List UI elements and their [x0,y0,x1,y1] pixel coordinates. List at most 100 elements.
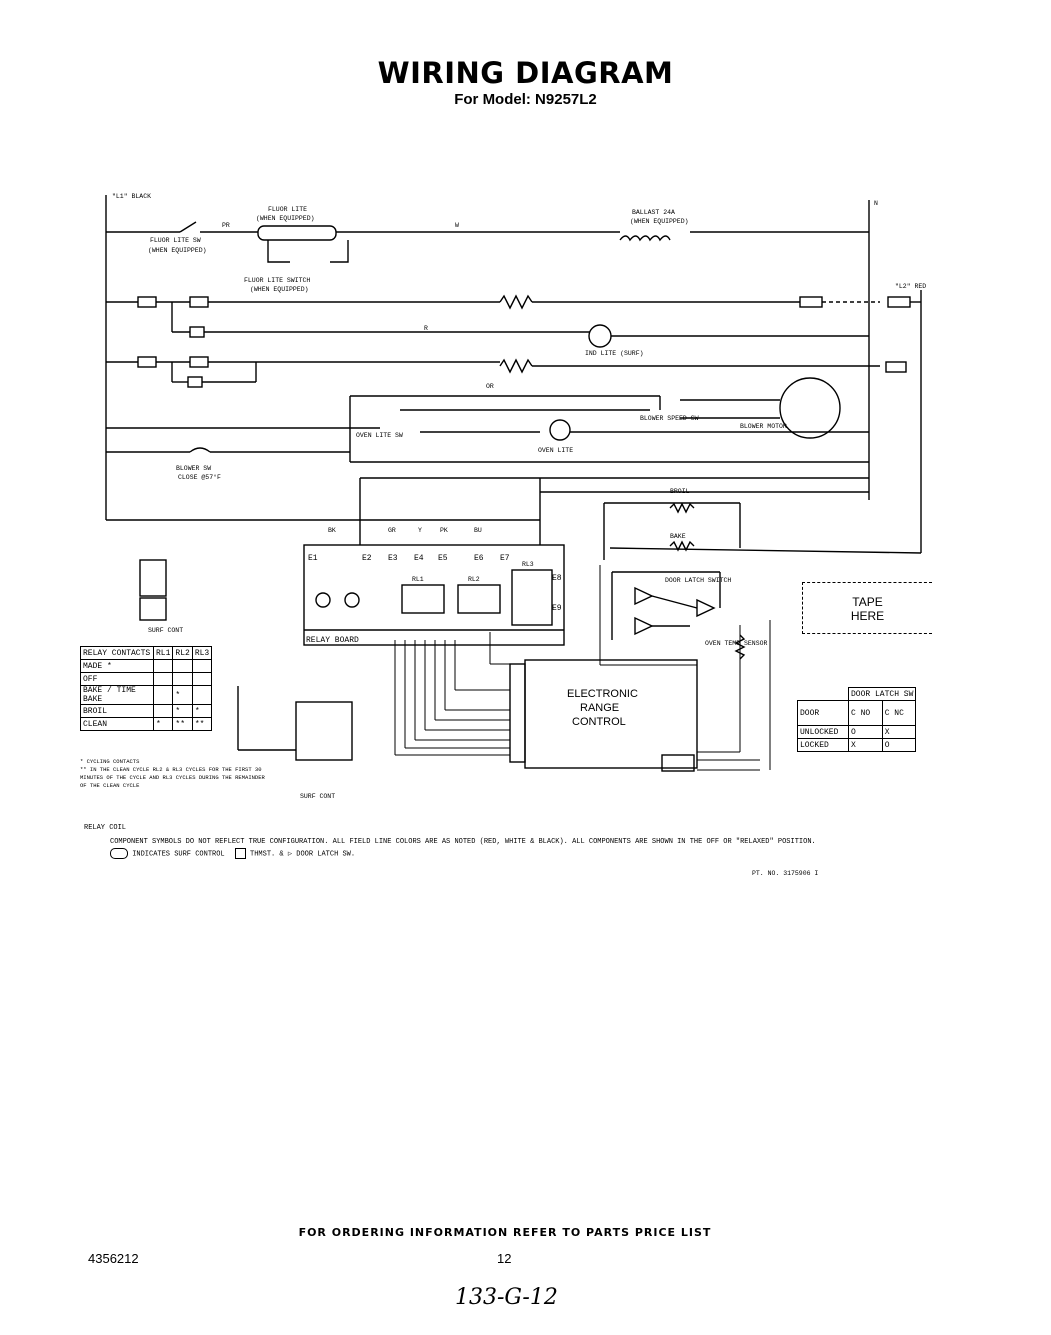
wire-color-w: W [455,222,459,229]
table-cell [172,672,193,686]
door-table-title: DOOR LATCH SW [847,687,917,701]
door-table-header-row: DOOR C NO C NC [797,700,917,726]
handwritten-note: 133-G-12 [455,1285,558,1310]
wire-color-y: Y [418,527,422,534]
wire-color-or: OR [486,383,494,390]
door-latch-switch-symbol-1 [634,586,654,606]
table-cell: * [191,704,213,718]
oven-temp-sensor-icon [734,634,746,660]
erc-outline [524,659,698,769]
part-number: PT. NO. 3175906 I [752,870,819,877]
table-cell: O [848,725,883,739]
legend-door-text: DOOR LATCH SW. [296,850,356,859]
page-title: WIRING DIAGRAM [377,56,674,90]
door-latch-legend-icon: ▷ [287,850,293,859]
wire-color-gr: GR [388,527,396,534]
table-cell: CLEAN [80,717,154,731]
relay-footnote-2: ** IN THE CLEAN CYCLE RL2 & RL3 CYCLES F… [80,766,265,789]
table-row: UNLOCKED O X [797,725,917,739]
erc-label-2: RANGE [580,702,619,714]
table-cell: X [848,738,883,752]
erc-label-3: CONTROL [572,716,626,728]
table-cell: LOCKED [797,738,849,752]
wire-color-pr: PR [222,222,230,229]
ballast-label: BALLAST 24A [632,209,675,216]
tape-here-box: TAPE HERE [802,582,932,634]
table-row: CLEAN * ** ** [80,717,213,731]
table-row: OFF [80,672,213,686]
thmst-legend-icon [234,848,246,859]
terminal-e1: E1 [308,554,318,563]
page-number: 12 [497,1251,512,1266]
legend-surf-text: INDICATES SURF CONTROL [132,850,225,859]
terminal-e2: E2 [362,554,372,563]
relay-table-header-cell: RL3 [191,646,213,660]
bake-element [499,294,533,310]
legend-thmst-text: THMST. & [250,850,284,859]
door-table-col-label: DOOR [797,700,849,726]
fluor-lite-switch-label: FLUOR LITE SWITCH [244,277,310,284]
relay-rl1-coil [401,584,445,614]
table-cell: * [172,685,193,705]
fluor-lite-sw-label: FLUOR LITE SW [150,237,201,244]
erc-label-1: ELECTRONIC [567,688,638,700]
relay-label-rl1: RL1 [412,576,424,583]
table-cell [152,685,174,705]
oven-lite-sw-label: OVEN LITE SW [356,432,403,439]
broil-label: BROIL [670,488,690,495]
door-table-col: C NC [881,700,917,726]
bake-label: BAKE [670,533,686,540]
relay-board-outline [303,544,565,646]
table-row: BROIL * * [80,704,213,718]
ind-lite-icon [588,324,612,348]
terminal-e8: E8 [552,574,562,583]
surf-control-legend-icon [110,848,128,859]
fluor-lite-switch-when-label: (WHEN EQUIPPED) [250,286,309,293]
terminal-e3: E3 [388,554,398,563]
wire-color-pk: PK [440,527,448,534]
n-label: N [874,200,878,207]
oven-lite-label: OVEN LITE [538,447,573,454]
blower-motor-label: BLOWER MOTOR [740,423,787,430]
blower-sw-close-label: CLOSE @57°F [178,473,221,481]
oven-temp-sensor-label: OVEN TEMP SENSOR [705,640,768,647]
wire-color-bk: BK [328,527,336,534]
broil-element [499,358,533,374]
relay-rl3-coil [511,569,553,626]
terminal-e5: E5 [438,554,448,563]
wire-color-bu: BU [474,527,482,534]
relay-board-label: RELAY BOARD [306,636,359,645]
blower-sw-label: BLOWER SW [176,465,211,472]
table-cell: ** [172,717,193,731]
door-latch-table: DOOR LATCH SW DOOR C NO C NC UNLOCKED O … [797,687,917,752]
l2-label: "L2" RED [895,283,926,290]
table-cell: ** [191,717,213,731]
table-cell [152,672,174,686]
relay-footnote-1: * CYCLING CONTACTS [80,758,140,765]
terminal-e6: E6 [474,554,484,563]
oven-lite-icon [549,419,571,441]
notes-body: COMPONENT SYMBOLS DO NOT REFLECT TRUE CO… [110,838,816,846]
surf-cont-label-2: SURF CONT [300,793,335,800]
table-cell: X [881,725,917,739]
table-cell: BROIL [80,704,154,718]
table-cell [152,704,174,718]
table-cell: OFF [80,672,154,686]
relay-rl2-coil [457,584,501,614]
fluor-lite-tube [257,225,337,241]
relay-label-rl2: RL2 [468,576,480,583]
table-cell [191,672,213,686]
relay-table-made-note: MADE * [80,659,154,673]
table-cell: * [172,704,193,718]
relay-table-header-cell: RL1 [152,646,174,660]
fluor-lite-when-label: (WHEN EQUIPPED) [256,215,315,222]
table-cell [191,685,213,705]
blower-motor-icon [779,377,841,439]
bake-element-2 [669,540,695,552]
door-table-col: C NO [848,700,883,726]
relay-contacts-table: RELAY CONTACTS RL1 RL2 RL3 MADE * OFF BA… [80,646,213,731]
notes-legend: INDICATES SURF CONTROL THMST. & ▷ DOOR L… [110,848,940,860]
table-cell: * [152,717,174,731]
table-cell: UNLOCKED [797,725,849,739]
